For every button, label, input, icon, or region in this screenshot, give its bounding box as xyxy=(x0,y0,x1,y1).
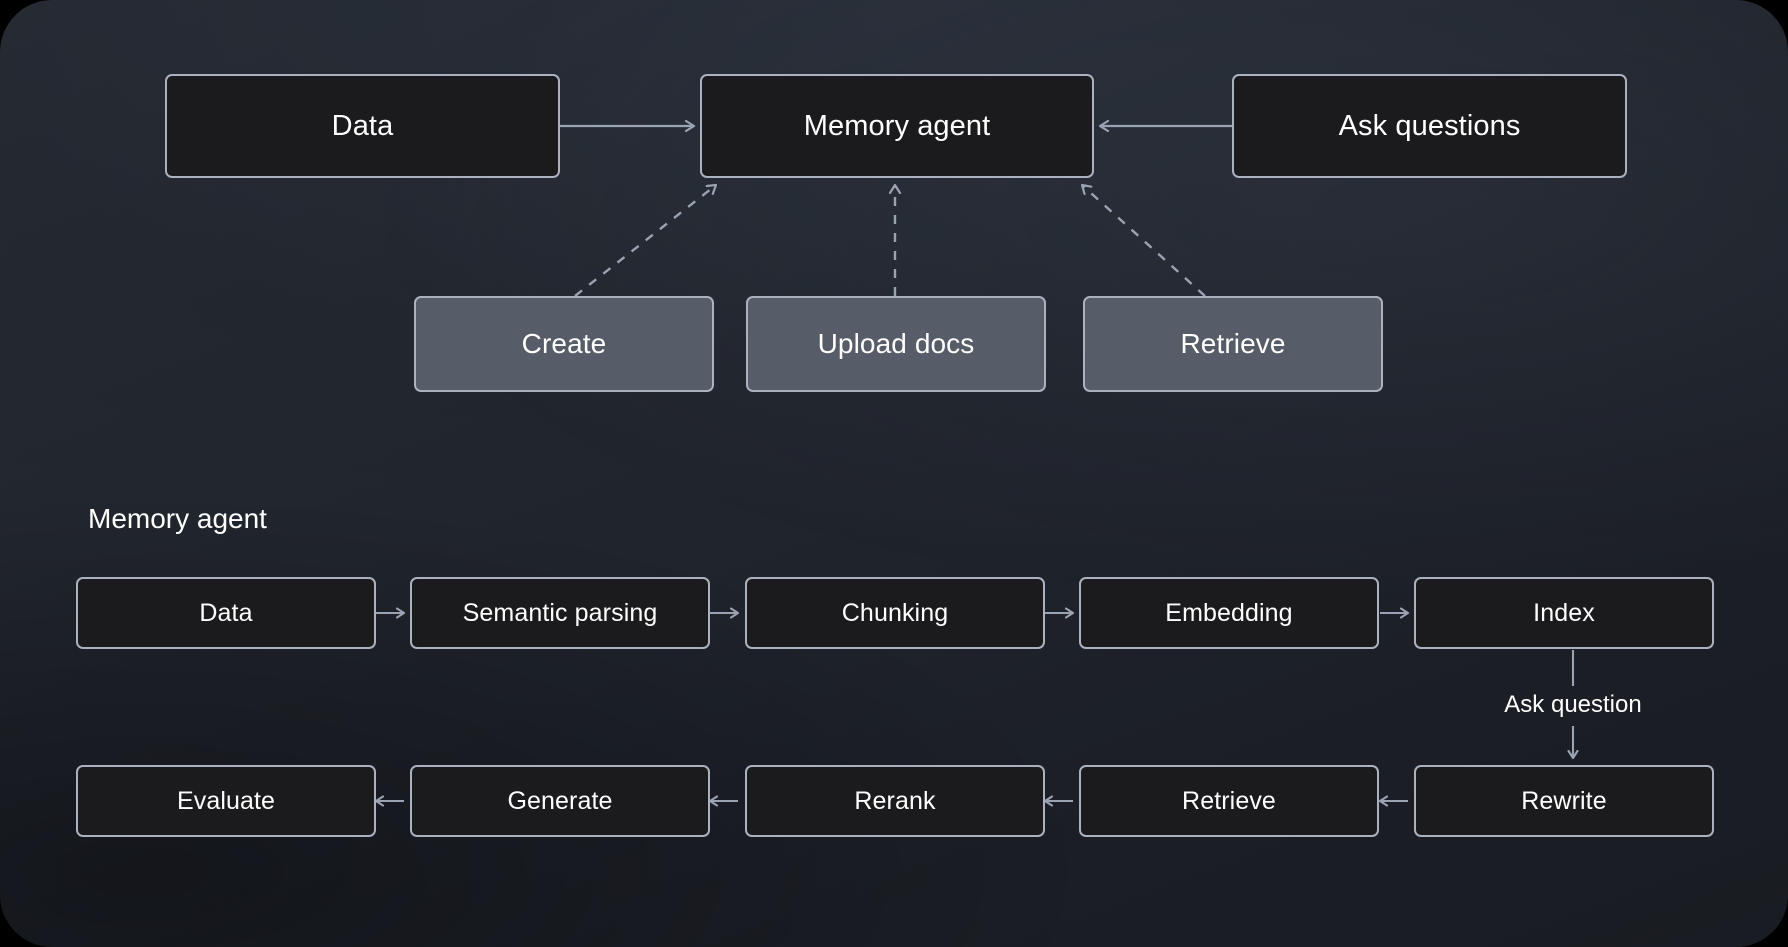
node-label: Generate xyxy=(507,786,613,815)
node-label: Rerank xyxy=(854,786,936,815)
node-label: Data xyxy=(199,598,253,627)
node-label: Ask questions xyxy=(1338,109,1521,142)
node-label: Rewrite xyxy=(1521,786,1607,815)
node-label: Create xyxy=(521,328,607,359)
node-label: Chunking xyxy=(841,598,949,627)
node-label: Data xyxy=(331,109,394,142)
edge-retrieve-to-memory-agent xyxy=(1082,185,1206,297)
node-pipeline-retrieve[interactable]: Retrieve xyxy=(1079,765,1379,837)
node-label: Semantic parsing xyxy=(462,598,658,627)
node-label: Upload docs xyxy=(817,328,975,359)
node-action-upload-docs[interactable]: Upload docs xyxy=(746,296,1046,392)
section-title-memory-agent: Memory agent xyxy=(88,503,267,534)
node-pipeline-evaluate[interactable]: Evaluate xyxy=(76,765,376,837)
node-pipeline-chunking[interactable]: Chunking xyxy=(745,577,1045,649)
node-pipeline-data[interactable]: Data xyxy=(76,577,376,649)
node-label: Index xyxy=(1533,598,1595,627)
edge-create-to-memory-agent xyxy=(574,185,716,297)
node-pipeline-index[interactable]: Index xyxy=(1414,577,1714,649)
node-label: Embedding xyxy=(1165,598,1293,627)
node-pipeline-rewrite[interactable]: Rewrite xyxy=(1414,765,1714,837)
edge-label-ask-question: Ask question xyxy=(1504,691,1642,718)
node-pipeline-embedding[interactable]: Embedding xyxy=(1079,577,1379,649)
node-ask-questions-overview[interactable]: Ask questions xyxy=(1232,74,1627,178)
node-action-create[interactable]: Create xyxy=(414,296,714,392)
node-data-overview[interactable]: Data xyxy=(165,74,560,178)
node-label: Evaluate xyxy=(176,786,276,815)
node-label: Retrieve xyxy=(1182,786,1276,815)
node-label: Retrieve xyxy=(1180,328,1286,359)
node-label: Memory agent xyxy=(803,109,991,142)
node-action-retrieve[interactable]: Retrieve xyxy=(1083,296,1383,392)
node-memory-agent-overview[interactable]: Memory agent xyxy=(700,74,1094,178)
node-pipeline-semantic-parsing[interactable]: Semantic parsing xyxy=(410,577,710,649)
node-pipeline-rerank[interactable]: Rerank xyxy=(745,765,1045,837)
node-pipeline-generate[interactable]: Generate xyxy=(410,765,710,837)
